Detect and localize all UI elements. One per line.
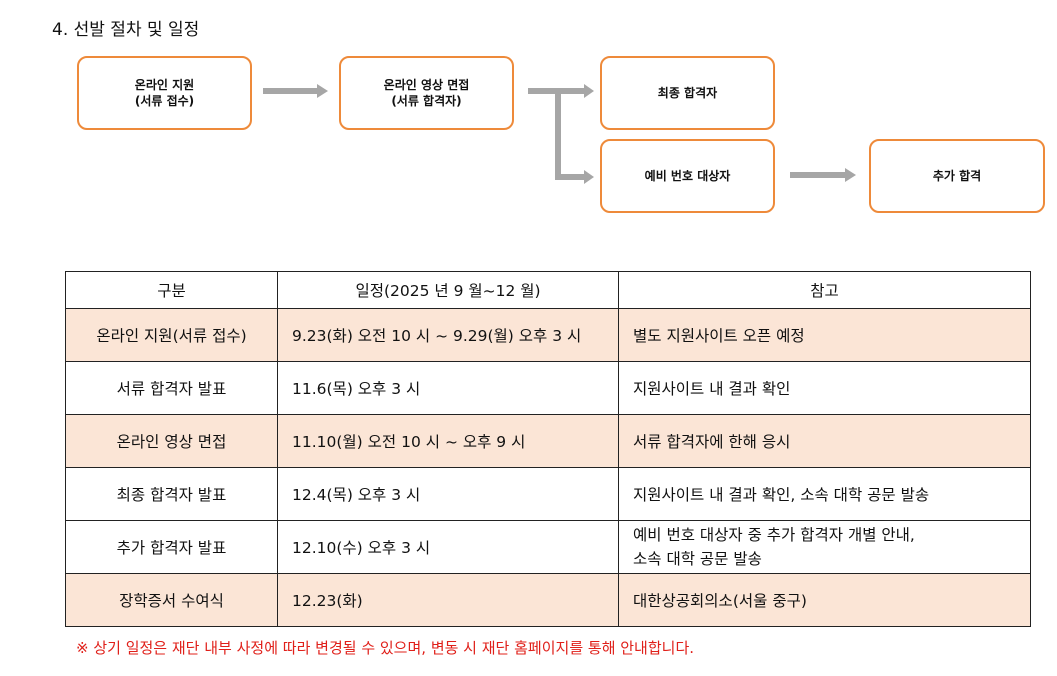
table-header-row: 구분 일정(2025 년 9 월~12 월) 참고 [65,271,1031,309]
cell-note: 예비 번호 대상자 중 추가 합격자 개별 안내, 소속 대학 공문 발송 [618,520,1031,574]
arrow-shaft-3 [790,172,845,178]
cell-category: 서류 합격자 발표 [65,361,278,415]
flow-final-pass: 최종 합격자 [600,56,775,130]
flow-additional-pass-label: 추가 합격 [932,169,982,183]
cell-schedule: 12.10(수) 오후 3 시 [277,520,619,574]
flow-waitlist: 예비 번호 대상자 [600,139,775,213]
cell-category: 온라인 영상 면접 [65,414,278,468]
cell-schedule: 12.23(화) [277,573,619,627]
flow-video-interview-line1: 온라인 영상 면접 [383,78,470,92]
flow-waitlist-label: 예비 번호 대상자 [644,169,731,183]
header-note: 참고 [618,271,1031,309]
cell-category: 장학증서 수여식 [65,573,278,627]
arrow-head-3 [845,168,856,182]
table-row: 온라인 영상 면접 11.10(월) 오전 10 시 ~ 오후 9 시 서류 합… [65,414,1031,468]
arrow-head-1 [317,84,328,98]
cell-note: 서류 합격자에 한해 응시 [618,414,1031,468]
flow-video-interview: 온라인 영상 면접 (서류 합격자) [339,56,514,130]
flow-online-apply-line2: (서류 접수) [134,94,195,108]
header-schedule: 일정(2025 년 9 월~12 월) [277,271,619,309]
cell-category: 추가 합격자 발표 [65,520,278,574]
flow-online-apply-line1: 온라인 지원 [134,78,195,92]
header-category: 구분 [65,271,278,309]
cell-category: 온라인 지원(서류 접수) [65,308,278,362]
flow-online-apply: 온라인 지원 (서류 접수) [77,56,252,130]
schedule-table: 구분 일정(2025 년 9 월~12 월) 참고 온라인 지원(서류 접수) … [65,271,1031,627]
branch-vertical [555,91,561,177]
table-row: 장학증서 수여식 12.23(화) 대한상공회의소(서울 중구) [65,573,1031,627]
cell-schedule: 12.4(목) 오후 3 시 [277,467,619,521]
section-title: 4. 선발 절차 및 일정 [52,20,200,40]
flow-video-interview-line2: (서류 합격자) [391,94,462,108]
cell-schedule: 11.10(월) 오전 10 시 ~ 오후 9 시 [277,414,619,468]
cell-category: 최종 합격자 발표 [65,467,278,521]
cell-schedule: 9.23(화) 오전 10 시 ~ 9.29(월) 오후 3 시 [277,308,619,362]
branch-bottom-shaft [555,174,584,180]
cell-note-line2: 소속 대학 공문 발송 [633,550,762,568]
cell-note: 지원사이트 내 결과 확인, 소속 대학 공문 발송 [618,467,1031,521]
table-row: 최종 합격자 발표 12.4(목) 오후 3 시 지원사이트 내 결과 확인, … [65,467,1031,521]
table-row: 서류 합격자 발표 11.6(목) 오후 3 시 지원사이트 내 결과 확인 [65,361,1031,415]
cell-note-line1: 예비 번호 대상자 중 추가 합격자 개별 안내, [633,526,915,544]
table-row: 추가 합격자 발표 12.10(수) 오후 3 시 예비 번호 대상자 중 추가… [65,520,1031,574]
cell-note: 대한상공회의소(서울 중구) [618,573,1031,627]
flow-final-pass-label: 최종 합격자 [657,86,718,100]
arrow-shaft-1 [263,88,317,94]
branch-bottom-head [584,170,594,184]
cell-note: 지원사이트 내 결과 확인 [618,361,1031,415]
cell-schedule: 11.6(목) 오후 3 시 [277,361,619,415]
branch-top-head [584,84,594,98]
table-row: 온라인 지원(서류 접수) 9.23(화) 오전 10 시 ~ 9.29(월) … [65,308,1031,362]
cell-note: 별도 지원사이트 오픈 예정 [618,308,1031,362]
flow-arrows [263,84,856,184]
schedule-notice: ※ 상기 일정은 재단 내부 사정에 따라 변경될 수 있으며, 변동 시 재단… [76,639,695,657]
flow-additional-pass: 추가 합격 [869,139,1045,213]
